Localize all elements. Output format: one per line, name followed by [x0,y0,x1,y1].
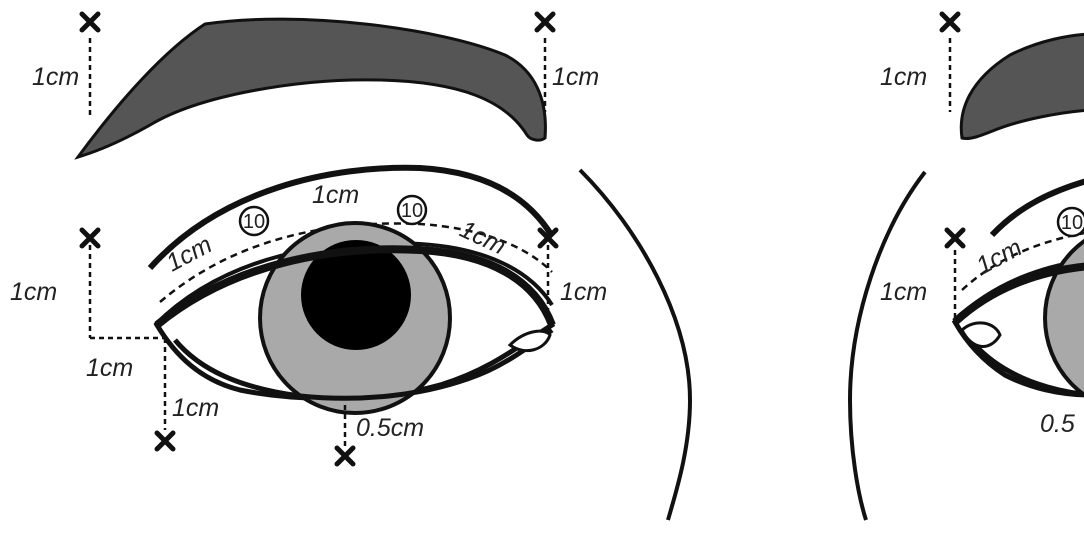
x-marker-corner [157,433,173,449]
x-marker-lid-left [82,230,98,246]
right-eyebrow [961,34,1084,139]
svg-text:10: 10 [401,200,423,222]
svg-text:10: 10 [1061,212,1083,234]
label-below-eye: 0.5cm [356,414,424,442]
svg-text:10: 10 [243,211,265,233]
label-crease-left: 1cm [162,230,217,277]
label-brow-left: 1cm [32,63,79,91]
left-circled-number-1: 10 [240,207,268,235]
label-lid-right: 1cm [560,278,607,306]
label-corner-vertical: 1cm [172,394,219,422]
label-crease-middle: 1cm [312,181,359,209]
left-eyebrow [78,19,545,157]
right-eye-group: 10 1cm 1cm 1cm 0.5 [850,14,1084,520]
left-circled-number-2: 10 [398,196,426,224]
label-right-below-eye: 0.5 [1040,410,1075,438]
right-guides [950,38,955,318]
label-brow-right: 1cm [552,63,599,91]
x-marker-below [337,448,353,464]
label-right-brow-left: 1cm [880,63,927,91]
left-eye-group: 10 10 1cm 1cm 1cm 1cm 1 [10,14,690,520]
label-lid-left: 1cm [10,278,57,306]
right-circled-number-1: 10 [1058,208,1084,236]
x-marker-right-lid [947,230,963,246]
x-marker-right-brow [942,14,958,30]
x-marker-brow-right [537,14,553,30]
x-marker-brow-left [82,14,98,30]
label-corner-horizontal: 1cm [86,354,133,382]
label-right-lid-left: 1cm [880,278,927,306]
left-face-contour [580,170,690,520]
right-face-contour [850,172,925,520]
label-right-crease-left: 1cm [972,233,1027,280]
